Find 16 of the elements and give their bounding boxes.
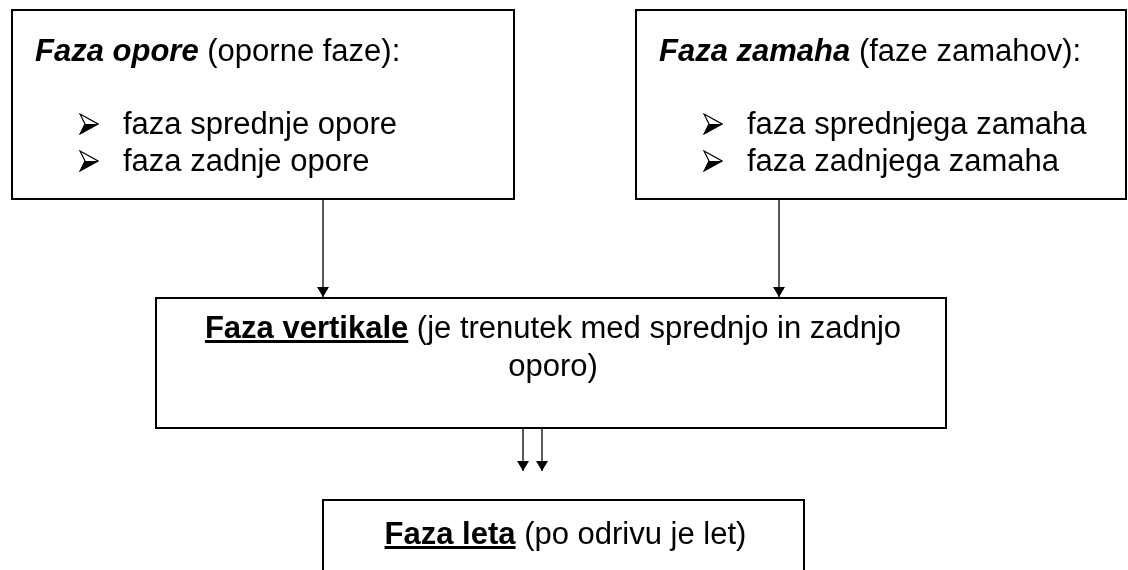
process-box bbox=[635, 9, 1127, 200]
process-box bbox=[322, 499, 805, 570]
list-item: faza zadnje opore bbox=[123, 142, 370, 179]
box-text: Faza leta (po odrivu je let) bbox=[384, 515, 747, 553]
list-item: faza zadnjega zamaha bbox=[747, 142, 1059, 179]
box-heading: Faza opore (oporne faze): bbox=[35, 33, 402, 69]
arrow bbox=[517, 428, 529, 472]
arrow bbox=[773, 199, 785, 298]
box-text: Faza vertikale (je trenutek med sprednjo in zadnjo oporo) bbox=[203, 309, 903, 385]
process-box bbox=[155, 297, 947, 429]
box-heading: Faza zamaha (faze zamahov): bbox=[659, 33, 1083, 69]
list-item: faza sprednje opore bbox=[123, 105, 398, 142]
arrow bbox=[317, 199, 329, 298]
list-item: faza sprednjega zamaha bbox=[747, 105, 1087, 142]
process-box bbox=[11, 9, 515, 200]
arrow bbox=[536, 428, 548, 472]
